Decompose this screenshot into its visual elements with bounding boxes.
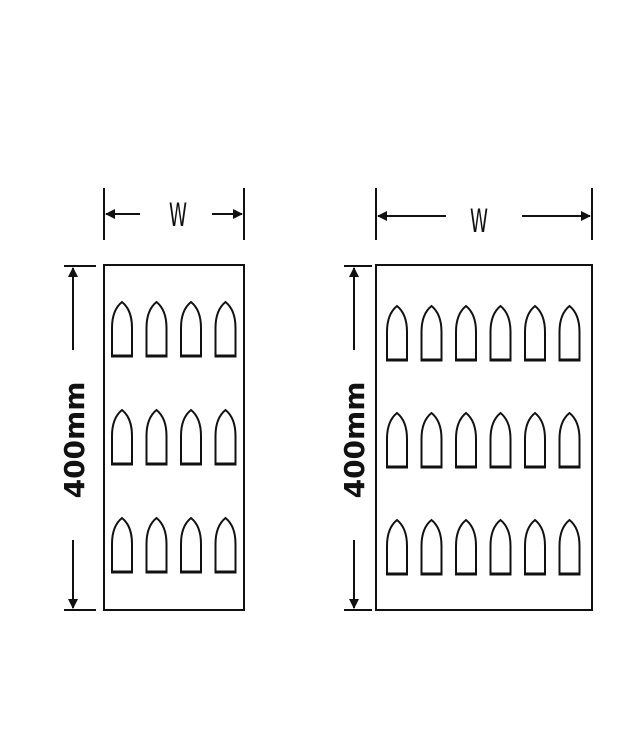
slot-hole	[524, 518, 546, 575]
slot-hole	[489, 304, 512, 361]
slot-hole	[455, 518, 477, 575]
width-dimension-left	[103, 188, 245, 240]
slot-hole	[524, 411, 546, 468]
slot-hole	[145, 516, 168, 573]
width-label-left: W	[169, 196, 187, 234]
slot-hole	[558, 304, 581, 361]
slot-hole	[214, 516, 237, 573]
slot-hole	[214, 300, 237, 357]
panel-left: W 400mm	[58, 188, 245, 611]
slot-hole	[558, 518, 581, 575]
slot-hole	[180, 516, 202, 573]
height-dimension-right	[344, 265, 372, 611]
width-label-right: W	[470, 202, 488, 240]
height-label-left: 400mm	[58, 382, 91, 499]
slot-hole	[145, 300, 168, 357]
slot-hole	[455, 411, 477, 468]
slot-hole	[214, 408, 237, 465]
height-label-right: 400mm	[338, 382, 371, 499]
slot-hole	[386, 304, 408, 361]
slot-grid-right	[386, 304, 581, 576]
slot-hole	[558, 411, 581, 468]
panel-right: W 400mm	[338, 188, 593, 611]
slot-hole	[180, 300, 202, 357]
width-dimension-right	[375, 188, 593, 240]
slot-hole	[455, 304, 477, 361]
slot-hole	[489, 411, 512, 468]
slot-hole	[524, 304, 546, 361]
height-dimension-left	[64, 265, 96, 611]
slot-hole	[111, 300, 133, 357]
slot-grid-left	[111, 300, 237, 574]
slot-hole	[386, 411, 408, 468]
slot-hole	[386, 518, 408, 575]
slot-hole	[420, 304, 443, 361]
panel-rectangle-left	[103, 264, 245, 611]
slot-hole	[180, 408, 202, 465]
slot-hole	[420, 411, 443, 468]
panel-rectangle-right	[375, 264, 593, 611]
slot-hole	[111, 408, 133, 465]
slot-hole	[145, 408, 168, 465]
slot-hole	[489, 518, 512, 575]
slot-hole	[111, 516, 133, 573]
slot-hole	[420, 518, 443, 575]
